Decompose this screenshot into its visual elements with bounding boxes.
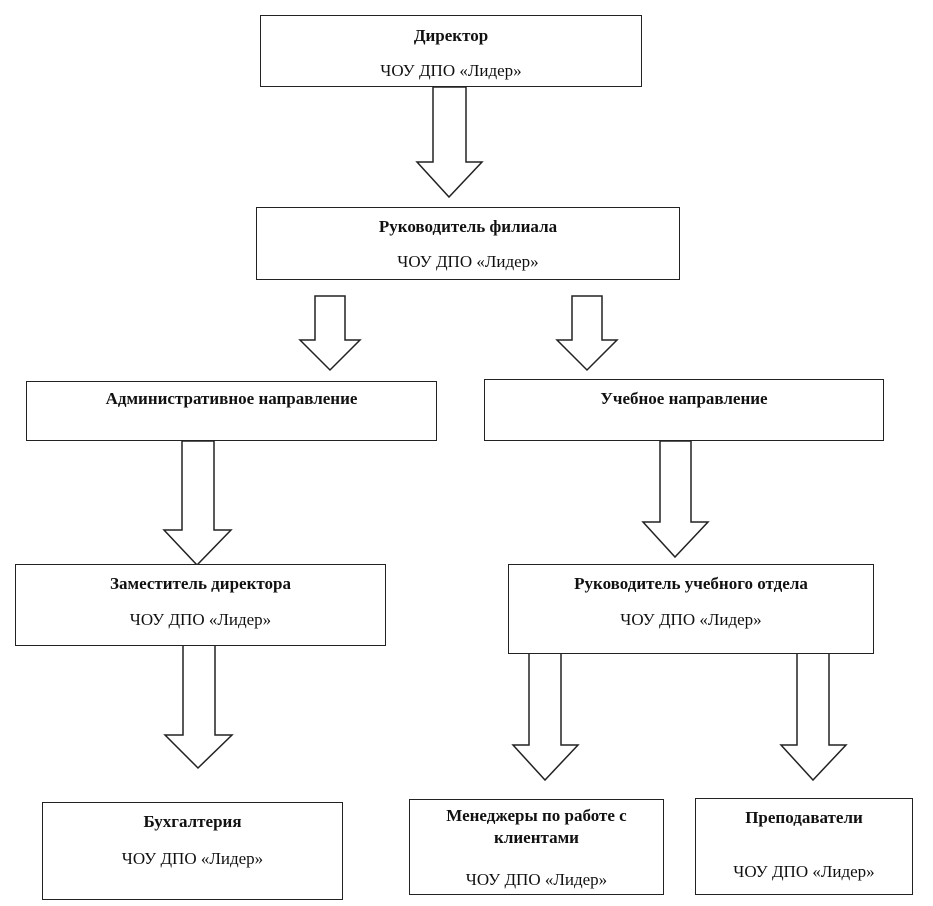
node-subtitle: ЧОУ ДПО «Лидер» — [620, 610, 762, 629]
arrow-edu-head-to-teachers — [779, 651, 848, 782]
node-subtitle: ЧОУ ДПО «Лидер» — [121, 849, 264, 868]
node-title: Менеджеры по работе с клиентами — [446, 806, 627, 847]
arrow-branch-to-education — [555, 295, 619, 372]
arrow-deputy-to-accounting — [163, 644, 234, 770]
node-title: Руководитель учебного отдела — [574, 574, 808, 593]
node-accounting: Бухгалтерия ЧОУ ДПО «Лидер» — [42, 802, 343, 900]
node-director: Директор ЧОУ ДПО «Лидер» — [260, 15, 642, 87]
node-client-managers: Менеджеры по работе с клиентами ЧОУ ДПО … — [409, 799, 664, 895]
node-title: Заместитель директора — [110, 574, 291, 593]
node-education-direction: Учебное направление — [484, 379, 884, 441]
arrow-admin-to-deputy — [162, 440, 233, 567]
node-subtitle: ЧОУ ДПО «Лидер» — [465, 870, 608, 889]
arrow-director-to-branch — [415, 86, 484, 199]
node-title: Бухгалтерия — [143, 812, 242, 831]
node-title: Административное направление — [105, 389, 358, 408]
node-subtitle: ЧОУ ДПО «Лидер» — [129, 610, 272, 629]
node-subtitle: ЧОУ ДПО «Лидер» — [733, 862, 875, 881]
arrow-education-to-edu-head — [641, 440, 710, 559]
node-subtitle: ЧОУ ДПО «Лидер» — [380, 61, 522, 80]
node-subtitle: ЧОУ ДПО «Лидер» — [397, 252, 539, 271]
node-title: Руководитель филиала — [378, 217, 558, 236]
node-teachers: Преподаватели ЧОУ ДПО «Лидер» — [695, 798, 913, 895]
node-branch-head: Руководитель филиала ЧОУ ДПО «Лидер» — [256, 207, 680, 280]
node-title: Директор — [413, 26, 489, 45]
node-edu-department-head: Руководитель учебного отдела ЧОУ ДПО «Ли… — [508, 564, 874, 654]
arrow-branch-to-admin — [298, 295, 362, 372]
arrow-edu-head-to-managers — [511, 651, 580, 782]
node-deputy-director: Заместитель директора ЧОУ ДПО «Лидер» — [15, 564, 386, 646]
node-admin-direction: Административное направление — [26, 381, 437, 441]
node-title: Преподаватели — [745, 808, 863, 827]
node-title: Учебное направление — [600, 389, 768, 408]
